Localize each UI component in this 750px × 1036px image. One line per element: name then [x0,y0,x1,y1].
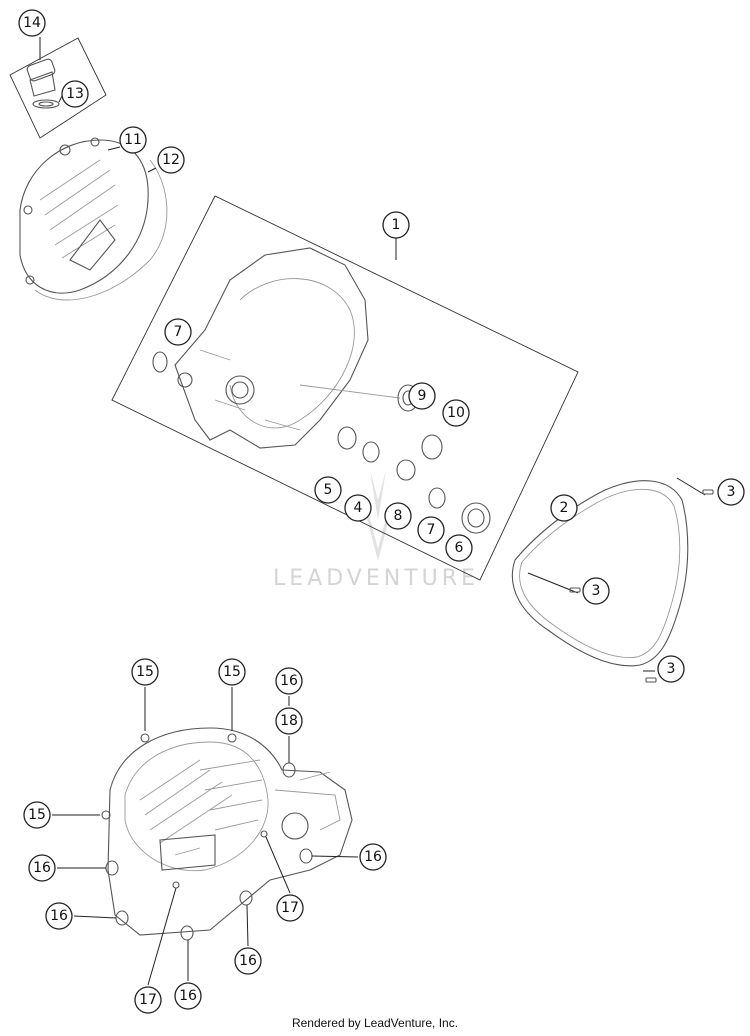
svg-text:17: 17 [281,900,299,916]
callout-5: 5 [314,476,342,504]
svg-text:7: 7 [427,522,436,538]
svg-text:16: 16 [179,988,197,1004]
callout-6: 6 [445,534,473,562]
svg-text:14: 14 [23,15,41,31]
svg-text:16: 16 [280,673,298,689]
callout-2: 2 [550,494,578,522]
svg-text:15: 15 [223,664,241,680]
svg-text:10: 10 [447,405,465,421]
inner-clutch-cover-group [111,195,579,581]
svg-text:3: 3 [727,484,736,500]
callout-3-middle: 3 [582,577,610,605]
svg-text:16: 16 [239,953,257,969]
svg-text:11: 11 [124,132,142,148]
callout-14-top: 14 [18,9,46,37]
callout-17-right: 17 [276,894,304,922]
callout-4: 4 [344,494,372,522]
callout-16-left-upper: 16 [28,854,56,882]
svg-text:16: 16 [364,849,382,865]
callout-7-left: 7 [164,318,192,346]
callout-10: 10 [442,399,470,427]
svg-text:16: 16 [33,860,51,876]
callout-7-right: 7 [417,516,445,544]
svg-text:12: 12 [162,152,180,168]
callout-15-left: 15 [23,801,51,829]
svg-text:2: 2 [560,500,569,516]
callout-12: 12 [157,146,185,174]
callout-15-left-top: 15 [131,658,159,686]
callout-3-bottom: 3 [657,655,685,683]
svg-text:9: 9 [418,388,427,404]
callout-16-right: 16 [359,843,387,871]
callout-11: 11 [119,126,147,154]
svg-text:3: 3 [667,661,676,677]
callout-17-bottom: 17 [134,986,162,1014]
watermark: LEADVENTURE [273,470,479,591]
svg-text:13: 13 [66,86,84,102]
svg-text:5: 5 [324,482,333,498]
callout-13: 13 [61,80,89,108]
svg-text:16: 16 [50,908,68,924]
svg-text:18: 18 [280,713,298,729]
callout-16-top: 16 [275,667,303,695]
svg-text:8: 8 [394,508,403,524]
svg-text:4: 4 [354,500,363,516]
outer-clutch-cover [19,137,168,301]
svg-text:7: 7 [174,324,183,340]
callout-3-top: 3 [717,478,745,506]
oil-filler-cap-group [9,37,107,139]
callout-16-bottom-right: 16 [234,947,262,975]
svg-text:1: 1 [392,217,401,233]
svg-text:3: 3 [592,583,601,599]
callout-16-bottom: 16 [174,982,202,1010]
callout-15-right-top: 15 [218,658,246,686]
callout-8: 8 [384,502,412,530]
svg-text:6: 6 [455,540,464,556]
callout-16-left-lower: 16 [45,902,73,930]
clutch-cover-gasket [511,477,714,683]
svg-text:15: 15 [28,807,46,823]
callout-1: 1 [382,211,410,239]
svg-text:15: 15 [136,664,154,680]
assembled-clutch-cover [52,687,359,986]
watermark-text: LEADVENTURE [273,566,479,591]
callout-18: 18 [275,707,303,735]
callout-9: 9 [408,382,436,410]
footer-credit: Rendered by LeadVenture, Inc. [291,1016,459,1030]
svg-text:17: 17 [139,992,157,1008]
